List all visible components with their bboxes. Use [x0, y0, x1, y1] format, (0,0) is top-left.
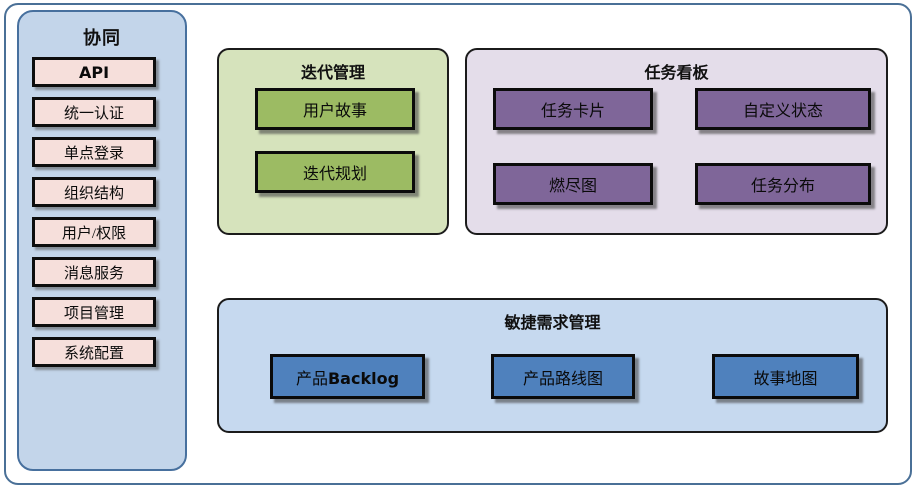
sidebar-item-label: 单点登录 [63, 145, 124, 162]
sidebar-item-label: 组织结构 [63, 185, 124, 202]
sidebar-item-unified-auth[interactable]: 统一认证 [32, 97, 156, 127]
item-product-backlog[interactable]: 产品Backlog [270, 354, 425, 399]
item-label: 任务卡片 [540, 103, 605, 120]
sidebar-item-single-sign-on[interactable]: 单点登录 [32, 137, 156, 167]
sidebar-item-label: 用户/权限 [61, 225, 127, 242]
sidebar-item-system-config[interactable]: 系统配置 [32, 337, 156, 367]
panel-title: 任务看板 [644, 63, 709, 82]
collaboration-sidebar-panel: 协同 API 统一认证 单点登录 组织结构 用户/权限 消息服务 项目管理 [17, 10, 187, 471]
item-task-distribution[interactable]: 任务分布 [695, 163, 871, 205]
item-product-roadmap[interactable]: 产品路线图 [491, 354, 635, 399]
item-label: 任务分布 [750, 178, 815, 195]
sidebar-item-org-structure[interactable]: 组织结构 [32, 177, 156, 207]
item-user-story[interactable]: 用户故事 [255, 88, 415, 130]
sidebar-item-label: 统一认证 [63, 105, 124, 122]
item-burndown-chart[interactable]: 燃尽图 [493, 163, 653, 205]
item-label: 迭代规划 [302, 166, 367, 183]
item-custom-status[interactable]: 自定义状态 [695, 88, 871, 130]
item-task-card[interactable]: 任务卡片 [493, 88, 653, 130]
panel-task-board: 任务看板 任务卡片 自定义状态 燃尽图 任务分布 [465, 48, 888, 235]
panel-title: 迭代管理 [300, 63, 365, 82]
sidebar-title: 协同 [83, 28, 121, 49]
item-label: 用户故事 [302, 103, 367, 120]
item-label: 自定义状态 [742, 103, 823, 120]
item-iteration-planning[interactable]: 迭代规划 [255, 151, 415, 193]
sidebar-item-label: 消息服务 [63, 265, 124, 282]
item-story-map[interactable]: 故事地图 [712, 354, 859, 399]
sidebar-item-api[interactable]: API [32, 57, 156, 87]
sidebar-item-message-service[interactable]: 消息服务 [32, 257, 156, 287]
panel-agile-requirement-management: 敏捷需求管理 产品Backlog 产品路线图 故事地图 [217, 298, 888, 433]
panel-title: 敏捷需求管理 [504, 313, 601, 332]
panel-iteration-management: 迭代管理 用户故事 迭代规划 [217, 48, 449, 235]
sidebar-item-list: API 统一认证 单点登录 组织结构 用户/权限 消息服务 项目管理 系统配置 [32, 57, 160, 377]
item-label: 产品Backlog [295, 368, 400, 388]
sidebar-item-label: 项目管理 [63, 305, 124, 322]
item-label: 燃尽图 [548, 178, 597, 195]
sidebar-item-user-permission[interactable]: 用户/权限 [32, 217, 156, 247]
item-label: 故事地图 [753, 370, 818, 388]
sidebar-item-label: 系统配置 [63, 345, 124, 362]
sidebar-item-label: API [78, 62, 110, 82]
sidebar-item-project-management[interactable]: 项目管理 [32, 297, 156, 327]
item-label: 产品路线图 [522, 370, 603, 388]
